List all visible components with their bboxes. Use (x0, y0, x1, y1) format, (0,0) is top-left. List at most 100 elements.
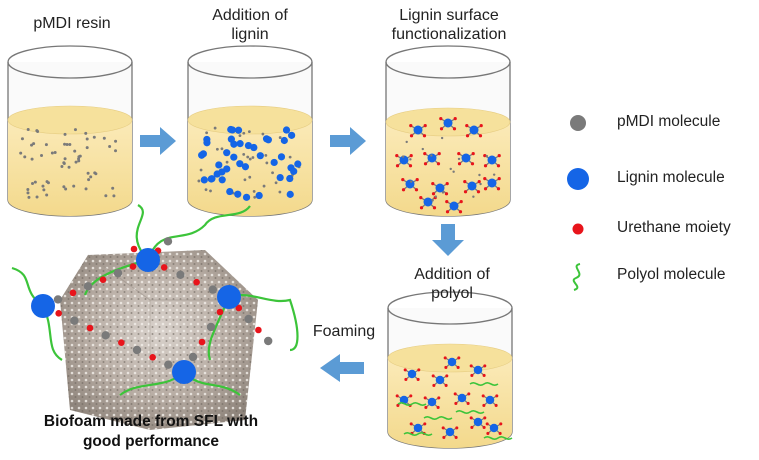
urethane-moiety (486, 431, 490, 435)
pmdi-molecule (78, 154, 82, 158)
pmdi-molecule (23, 155, 27, 159)
urethane-moiety (499, 422, 503, 426)
urethane-moiety (437, 396, 441, 400)
pmdi-molecule (60, 165, 64, 169)
urethane-moiety (423, 396, 427, 400)
stage-3-line2: functionalization (391, 26, 507, 43)
lignin-molecule (473, 365, 483, 375)
pmdi-molecule (205, 131, 209, 135)
stage-2-line2: lignin (231, 26, 269, 43)
foam-block-image (60, 250, 258, 430)
urethane-moiety (423, 422, 427, 426)
polyol-molecule (228, 294, 299, 352)
urethane-moiety (395, 394, 399, 398)
urethane-moiety (476, 190, 481, 194)
pmdi-molecule (441, 191, 445, 194)
urethane-moiety (439, 127, 444, 131)
urethane-moiety (496, 187, 501, 191)
urethane-moiety (483, 416, 487, 420)
pmdi-molecule (113, 268, 123, 278)
urethane-moiety (415, 178, 419, 182)
lignin-molecule (443, 118, 453, 128)
lignin-molecule (230, 153, 238, 161)
pmdi-molecule (26, 188, 30, 192)
pmdi-molecule (264, 153, 268, 157)
urethane-moiety (465, 124, 469, 128)
urethane-moiety (432, 383, 436, 387)
pmdi-molecule (204, 188, 208, 192)
lignin-molecule (227, 135, 235, 143)
lignin-molecule (469, 125, 479, 135)
beaker-polyol-added (387, 291, 513, 449)
urethane-moiety (419, 206, 424, 210)
pmdi-molecule (248, 175, 252, 179)
lignin-molecule (236, 140, 244, 148)
lignin-molecule (294, 160, 302, 168)
pmdi-molecule (86, 171, 90, 175)
urethane-moiety (99, 276, 107, 284)
polyol-molecule (483, 436, 513, 440)
urethane-moiety (482, 373, 486, 377)
pmdi-molecule (92, 135, 96, 139)
lignin-molecule (200, 176, 208, 184)
pmdi-molecule (265, 161, 269, 165)
lignin-molecule (399, 395, 409, 405)
urethane-moiety (444, 383, 448, 387)
urethane-moiety (439, 117, 443, 121)
pmdi-molecule (274, 181, 278, 185)
pmdi-molecule (199, 168, 203, 172)
pmdi-molecule (72, 184, 76, 188)
pmdi-molecule (104, 194, 108, 198)
caption-line1: Biofoam made from SFL with (43, 413, 259, 430)
lignin-molecule (241, 163, 250, 171)
pmdi-molecule (452, 170, 455, 173)
urethane-moiety (404, 377, 408, 381)
pmdi-molecule (430, 154, 433, 157)
pmdi-molecule (409, 180, 413, 183)
lignin-molecule (413, 125, 423, 135)
legend-label-polyol: Polyol molecule (617, 266, 726, 283)
urethane-moiety (216, 308, 224, 316)
pmdi-molecule (20, 137, 24, 141)
pmdi-molecule (74, 160, 78, 164)
pmdi-molecule (262, 184, 266, 188)
urethane-moiety (424, 405, 428, 409)
pmdi-molecule (243, 178, 247, 182)
urethane-moiety (401, 178, 405, 182)
pmdi-molecule (457, 157, 461, 161)
stage-label-pmdi-resin: pMDI resin (24, 14, 120, 33)
urethane-moiety (445, 200, 449, 204)
pmdi-molecule (41, 184, 45, 188)
lignin-molecule (399, 155, 409, 165)
pmdi-molecule (492, 173, 496, 176)
pmdi-molecule (164, 360, 173, 369)
urethane-moiety (497, 177, 501, 181)
pmdi-molecule (102, 136, 106, 140)
urethane-moiety (401, 188, 406, 192)
polyol-molecule (403, 432, 433, 436)
pmdi-molecule (242, 153, 246, 156)
urethane-moiety (55, 310, 62, 317)
lignin-molecule (203, 139, 211, 147)
pmdi-molecule (264, 336, 273, 346)
pmdi-molecule (68, 142, 72, 146)
urethane-moiety (483, 364, 487, 368)
arrow-right-1 (140, 127, 176, 155)
pmdi-molecule-dots (19, 127, 118, 199)
pmdi-molecule (163, 237, 173, 246)
urethane-moiety (479, 124, 483, 128)
pmdi-molecule (50, 151, 54, 155)
urethane-moiety (408, 164, 413, 168)
pmdi-molecule (114, 139, 118, 143)
lignin-molecule (234, 126, 243, 134)
pmdi-molecule (19, 151, 23, 155)
pmdi-molecule (225, 160, 229, 164)
pmdi-molecule (62, 161, 66, 165)
urethane-moiety (452, 127, 457, 131)
lignin-molecule (290, 167, 298, 175)
stage-label-functionalization: Lignin surface functionalization (384, 6, 514, 44)
green-squiggle-icon (572, 263, 581, 291)
urethane-moiety (455, 426, 459, 430)
urethane-moiety (409, 394, 413, 398)
